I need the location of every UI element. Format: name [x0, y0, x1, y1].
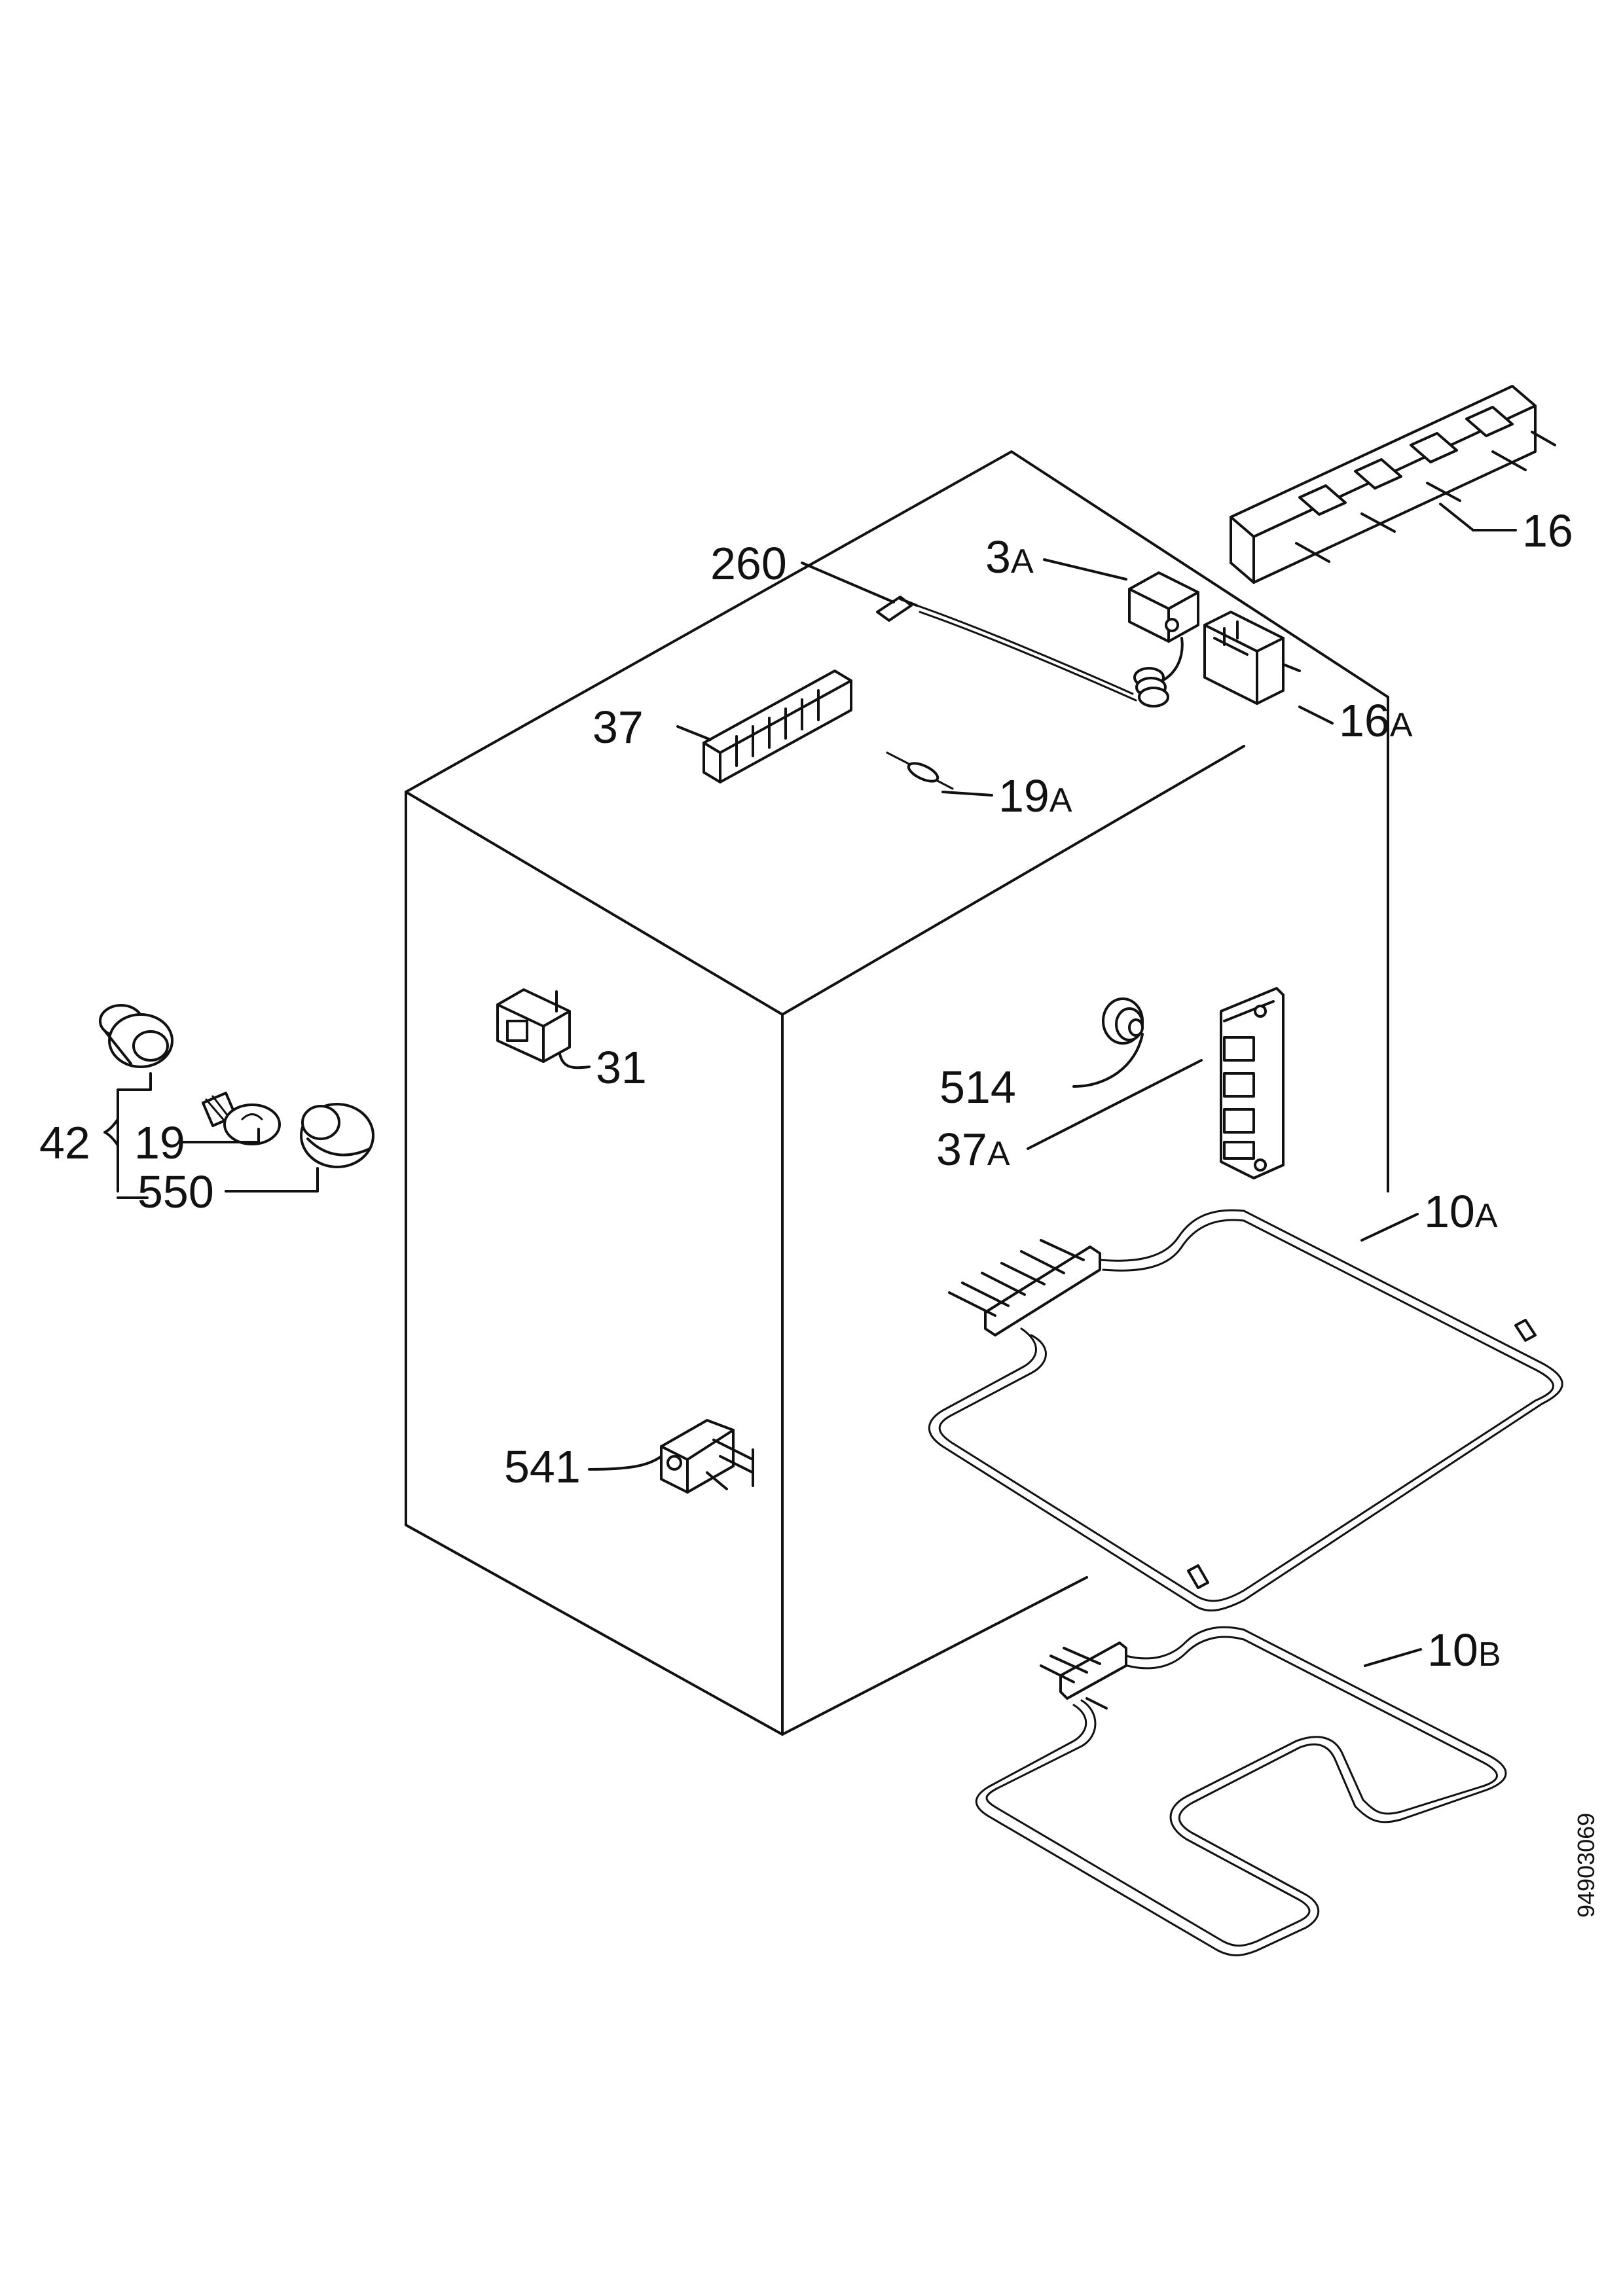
leader-lines	[179, 503, 1517, 1667]
oven-cabinet	[405, 450, 1389, 1736]
connector-part	[496, 988, 571, 1063]
lamp-bulb-part	[202, 1092, 281, 1145]
label-19: 19	[134, 1117, 185, 1168]
label-16a: 16A	[1339, 695, 1413, 746]
switch-bank-part	[1230, 385, 1556, 584]
door-switch-part	[660, 1419, 754, 1494]
label-37a: 37A	[936, 1124, 1010, 1175]
terminal-strip-part	[702, 670, 852, 783]
lamp-bracket	[103, 1072, 152, 1199]
terminal-block-part	[1220, 987, 1285, 1179]
lamp-holder-part	[99, 1004, 173, 1068]
label-10b: 10B	[1427, 1624, 1501, 1676]
switch-part-16a	[1203, 611, 1301, 705]
label-10a: 10A	[1424, 1186, 1498, 1237]
sensor-capillary-part	[876, 596, 1169, 708]
label-19a: 19A	[998, 770, 1072, 821]
bottom-heating-element-part	[975, 1626, 1507, 1956]
lamp-cover-glass-part	[300, 1103, 374, 1168]
label-31: 31	[596, 1042, 647, 1093]
label-37: 37	[593, 702, 644, 753]
thermostat-part	[1128, 571, 1199, 685]
lamp-socket-part	[1102, 997, 1144, 1045]
top-heating-element-part	[928, 1209, 1563, 1612]
label-550: 550	[137, 1166, 214, 1217]
label-260: 260	[710, 538, 787, 589]
indicator-lamp-part	[886, 751, 954, 790]
part-labels: 260 3A 16 16A 37 19A 31 42 19 550 514 37…	[39, 505, 1573, 1676]
label-3a: 3A	[985, 531, 1034, 583]
label-42: 42	[39, 1117, 90, 1168]
label-541: 541	[504, 1441, 581, 1492]
label-16: 16	[1522, 505, 1573, 556]
drawing-code: 94903069	[1573, 1813, 1599, 1918]
label-514: 514	[939, 1062, 1016, 1113]
